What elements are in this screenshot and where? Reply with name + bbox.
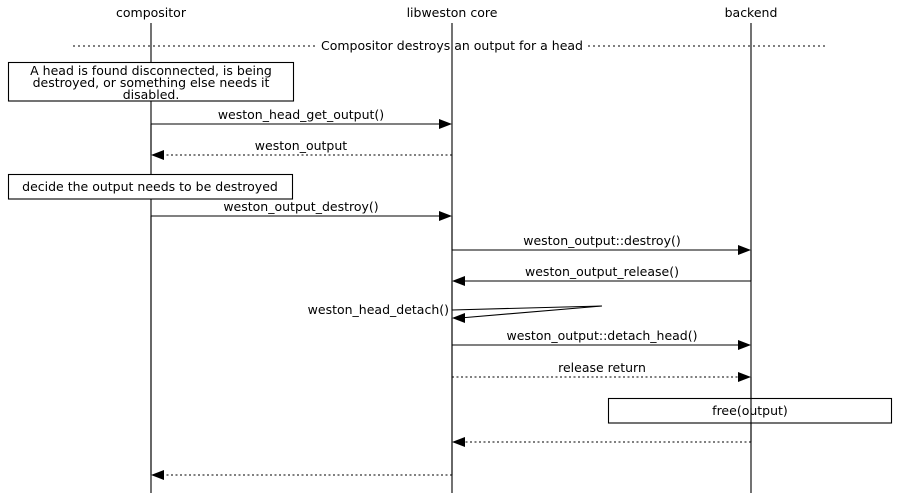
participant-label-compositor: compositor [116, 5, 187, 20]
message-release-return: release return [451, 345, 751, 442]
arrowhead-weston-output-return [151, 150, 164, 160]
message-label-weston-head-detach: weston_head_detach() [308, 302, 449, 317]
note-decide-destroy: decide the output needs to be destroyed [7, 173, 294, 200]
separator-group: Compositor destroys an output for a head [73, 38, 827, 53]
message-weston-output-return: weston_output [151, 138, 452, 160]
message-weston-output-destroy-vfunc: weston_output::destroy() [451, 216, 751, 255]
note-head-disconnected-line-3: disabled. [123, 87, 180, 102]
arrowhead-weston-head-get-output [439, 119, 452, 129]
message-label-weston-output-destroy-vfunc: weston_output::destroy() [523, 233, 681, 248]
note-free-output-line-1: free(output) [712, 403, 788, 418]
note-head-disconnected: A head is found disconnected, is being d… [7, 61, 295, 102]
message-label-weston-output-destroy: weston_output_destroy() [223, 199, 378, 214]
participant-headers: compositor libweston core backend [116, 5, 777, 20]
arrowhead-weston-output-release [452, 276, 465, 286]
message-label-weston-output-release: weston_output_release() [525, 264, 679, 279]
arrowhead-release-return [738, 372, 751, 382]
arrowhead-core-return [151, 470, 164, 480]
arrowhead-weston-output-destroy-vfunc [738, 245, 751, 255]
separator-label: Compositor destroys an output for a head [321, 38, 583, 53]
message-label-release-return: release return [558, 360, 646, 375]
message-weston-head-get-output: weston_head_get_output() [150, 107, 452, 155]
message-label-weston-output-detach-head: weston_output::detach_head() [507, 328, 698, 343]
message-weston-output-destroy: weston_output_destroy() [150, 199, 452, 475]
message-label-weston-head-get-output: weston_head_get_output() [218, 107, 384, 122]
note-decide-destroy-line-1: decide the output needs to be destroyed [22, 179, 278, 194]
message-line-weston-head-detach-back [459, 305, 603, 319]
note-decide-destroy-box [7, 173, 294, 200]
arrowhead-backend-return [452, 437, 465, 447]
note-head-disconnected-line-2: destroyed, or something else needs it [33, 75, 270, 90]
note-free-output: free(output) [607, 397, 893, 424]
note-free-output-box [607, 397, 893, 424]
message-weston-output-detach-head: weston_output::detach_head() [452, 328, 751, 350]
message-weston-head-detach: weston_head_detach() [308, 281, 603, 345]
message-backend-return [452, 377, 752, 447]
note-head-disconnected-box [7, 61, 295, 102]
message-weston-output-release: weston_output_release() [452, 250, 752, 286]
participant-label-libweston-core: libweston core [407, 5, 498, 20]
arrowhead-weston-output-destroy [439, 211, 452, 221]
message-line-weston-head-detach-out [451, 305, 603, 311]
arrowhead-weston-head-detach [452, 313, 465, 323]
arrowhead-weston-output-detach-head [738, 340, 751, 350]
message-core-return [151, 442, 453, 480]
participant-label-backend: backend [725, 5, 778, 20]
message-label-weston-output-return: weston_output [255, 138, 347, 153]
note-head-disconnected-line-1: A head is found disconnected, is being [30, 63, 272, 78]
